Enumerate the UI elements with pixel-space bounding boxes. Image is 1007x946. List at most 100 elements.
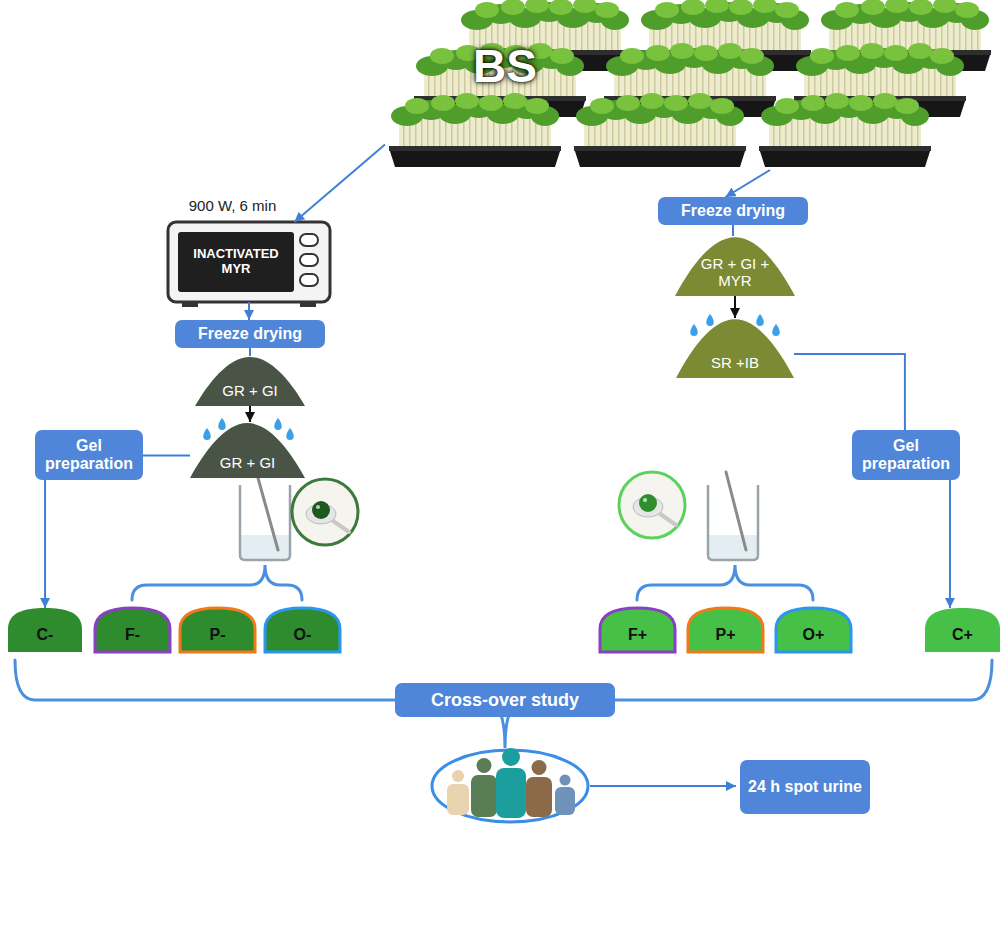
microwave-oven: INACTIVATED MYR (168, 222, 330, 302)
connector (249, 406, 251, 422)
microwave-body (168, 222, 330, 307)
note-label: 900 W, 6 min (189, 197, 277, 214)
dome-outline (688, 608, 763, 652)
participants (502, 748, 520, 766)
water-drops (690, 324, 698, 336)
wet-powder-pile: GR + GI (190, 422, 305, 478)
participants (432, 748, 588, 822)
node-text: P- (210, 626, 226, 644)
node-text: Freeze drying (198, 325, 302, 343)
study-box: Cross-over study (395, 683, 615, 717)
pile-outline (190, 423, 305, 478)
node-text: Gel preparation (41, 437, 137, 474)
connector (44, 480, 46, 608)
beaker (240, 472, 758, 560)
bracket (637, 565, 813, 600)
gel-sample: O+ (776, 608, 851, 652)
participants (452, 770, 464, 782)
bracket (15, 565, 992, 748)
node-text: 24 h spot urine (748, 778, 862, 796)
water-drops (756, 314, 764, 326)
node-text: P+ (715, 626, 735, 644)
pile-outline (675, 237, 795, 296)
gel-sample: C+ (925, 608, 1000, 652)
microwave-body (300, 274, 318, 286)
participants (496, 768, 526, 818)
dome-outline (600, 608, 675, 652)
dome-outline (180, 608, 255, 652)
microwave-body (182, 302, 198, 307)
water-drops (203, 428, 211, 440)
microwave-body (300, 254, 318, 266)
water-drops (286, 428, 294, 440)
connector (726, 170, 770, 197)
participants (532, 760, 547, 775)
gel-sample: F- (95, 608, 170, 652)
water-drops (772, 324, 780, 336)
gel-sample: P- (180, 608, 255, 652)
dome-outline (95, 608, 170, 652)
node-text: C- (37, 626, 54, 644)
process-box: Gel preparation (852, 430, 960, 480)
connector (294, 145, 385, 223)
dome-outline (8, 608, 82, 652)
bracket (15, 660, 992, 748)
water-drops (706, 314, 714, 326)
node-text: F- (125, 626, 140, 644)
pile-outline (676, 319, 794, 378)
beaker (726, 472, 746, 550)
beaker (258, 478, 278, 550)
gel-spoon-photo (312, 501, 330, 519)
gel-spoon-photo (643, 498, 647, 502)
node-text: Cross-over study (431, 690, 579, 711)
process-box: Gel preparation (35, 430, 143, 480)
node-text: GR + GI + MYR (696, 255, 774, 290)
process-box: Freeze drying (658, 197, 808, 225)
participants (477, 758, 492, 773)
beaker (241, 535, 289, 559)
sprout-trays (389, 0, 991, 167)
connector (794, 354, 905, 430)
node-text: Gel preparation (858, 437, 954, 474)
sprout-trays: BS (385, 0, 1000, 170)
connector (248, 302, 250, 320)
node-text: O+ (803, 626, 825, 644)
note-label: 900 W, 6 min (160, 197, 305, 214)
arrow (590, 785, 736, 787)
water-drops (274, 418, 282, 430)
node-text: F+ (628, 626, 647, 644)
process-box: Freeze drying (175, 320, 325, 348)
gel-spoon-photo (292, 472, 685, 545)
node-text: C+ (952, 626, 973, 644)
participants (471, 775, 497, 817)
powder-pile: GR + GI (195, 356, 305, 406)
dome-outline (925, 608, 1000, 652)
beaker (240, 485, 290, 560)
participants (560, 775, 571, 786)
connector (734, 296, 736, 318)
connector (249, 348, 251, 356)
node-text: INACTIVATED MYR (178, 232, 294, 292)
node-text: O- (294, 626, 312, 644)
gel-spoon-photo (639, 494, 657, 512)
dome-outline (776, 608, 851, 652)
node-text: SR +IB (711, 354, 759, 371)
wet-powder-pile: SR +IB (676, 318, 794, 378)
sprout-trays (759, 93, 931, 167)
participants (447, 784, 469, 815)
node-text: BS (473, 40, 537, 93)
gel-sample: O- (265, 608, 340, 652)
outcome-box: 24 h spot urine (740, 760, 870, 814)
sprout-trays (389, 93, 561, 167)
connector (949, 480, 951, 608)
powder-pile: GR + GI + MYR (675, 236, 795, 296)
node-text: GR + GI (220, 454, 275, 471)
gel-spoon-photo (316, 505, 320, 509)
bracket (132, 565, 302, 600)
node-text: Freeze drying (681, 202, 785, 220)
connector (143, 455, 190, 457)
microwave-body (300, 302, 316, 307)
participants (526, 777, 552, 817)
gel-spoon-photo (619, 472, 685, 538)
